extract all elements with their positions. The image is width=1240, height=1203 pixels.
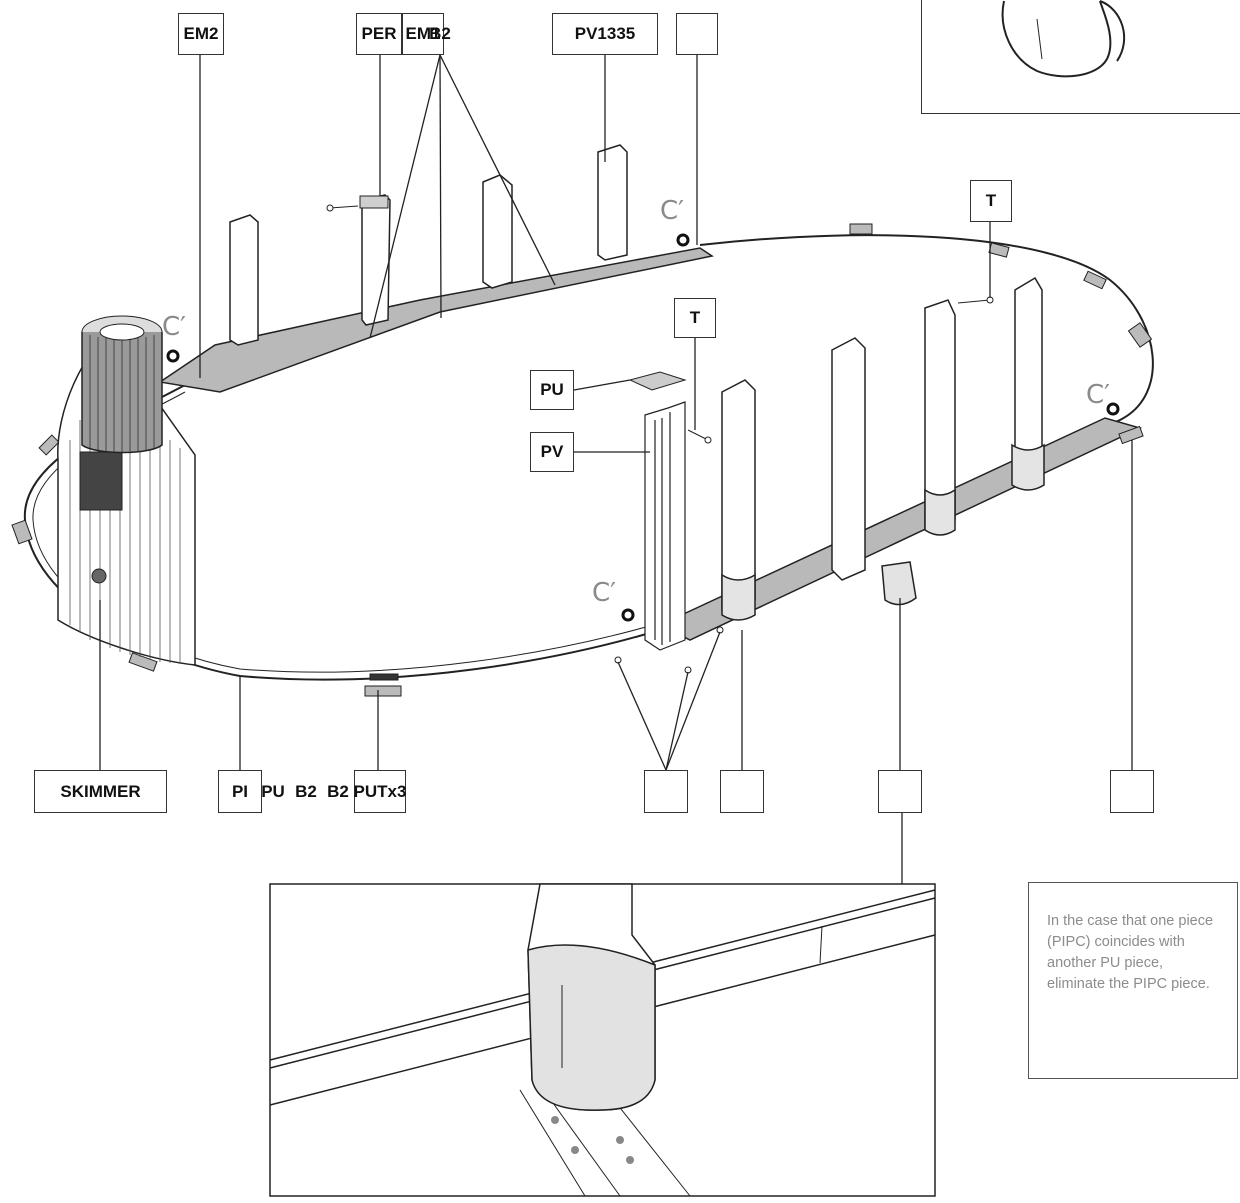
label-skimmer: SKIMMER	[34, 770, 167, 813]
corner-rings	[166, 233, 1120, 622]
label-pu-bottom: PU	[261, 781, 285, 801]
label-per: PER	[356, 13, 402, 55]
detail-inset	[269, 883, 936, 1197]
wall-roll	[81, 315, 163, 454]
label-pu: PU	[530, 370, 574, 410]
pipc-note: In the case that one piece (PIPC) coinci…	[1028, 882, 1238, 1079]
pu-plate	[628, 371, 687, 391]
screws	[326, 204, 994, 674]
label-b2-b: B2	[327, 781, 349, 801]
front-uprights	[721, 276, 1045, 621]
label-pv1335: PV1335	[552, 13, 658, 55]
top-detail-inset	[921, 0, 1240, 114]
label-em1: EM1	[402, 13, 444, 55]
pipc-note-text: In the case that one piece (PIPC) coinci…	[1047, 913, 1214, 992]
label-b2-overlap: B2	[429, 24, 451, 43]
corner-mark-right: C′	[1086, 380, 1111, 410]
label-putx3: PUTx3	[354, 770, 406, 813]
label-em2: EM2	[178, 13, 224, 55]
back-uprights	[229, 144, 628, 346]
corner-mark-left: C′	[162, 312, 187, 342]
label-blank-4	[1110, 770, 1154, 813]
label-blank-2	[720, 770, 764, 813]
label-pi: PI	[218, 770, 262, 813]
label-blank-3	[878, 770, 922, 813]
corner-mark-front: C′	[592, 578, 617, 608]
roll-detail-drawing	[1001, 0, 1126, 78]
label-t-right: T	[970, 180, 1012, 222]
label-t-center: T	[674, 298, 716, 338]
label-blank-1	[644, 770, 688, 813]
pipc-boot	[881, 561, 917, 606]
leader-lines	[99, 54, 1133, 884]
per-cap	[359, 195, 389, 209]
label-blank-top	[676, 13, 718, 55]
pv-post	[644, 401, 686, 651]
corner-mark-back: C′	[660, 196, 685, 226]
rail-clips	[11, 223, 1153, 697]
label-b2-a: B2	[295, 781, 317, 801]
label-pv: PV	[530, 432, 574, 472]
